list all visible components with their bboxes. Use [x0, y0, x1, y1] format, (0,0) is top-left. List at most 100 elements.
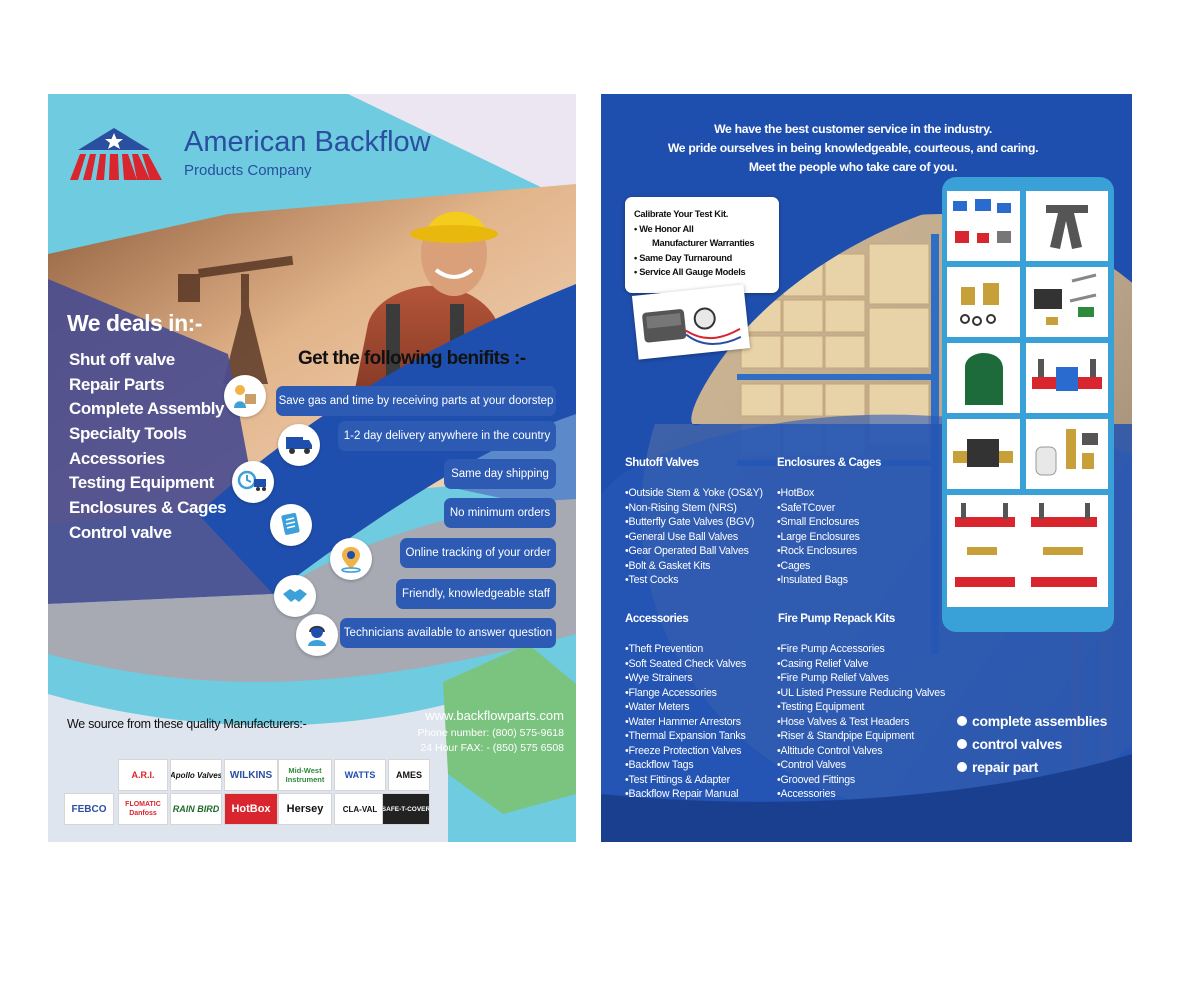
category-item: •Backflow Repair Manual — [625, 788, 739, 800]
calibration-line: Manufacturer Warranties — [652, 238, 755, 249]
category-item: •Hose Valves & Test Headers — [777, 715, 910, 728]
deals-item: Repair Parts — [69, 374, 165, 394]
tagline-line: Meet the people who take care of you. — [748, 160, 958, 174]
category-item: •Cages — [777, 559, 811, 572]
category-item: •Fire Pump Accessories — [777, 643, 885, 655]
benefit-item: No minimum orders — [444, 498, 556, 528]
category-item: •Butterfly Gate Valves (BGV) — [625, 516, 755, 528]
highlight-label: control valves — [972, 735, 1062, 752]
category-heading: Shutoff Valves — [625, 457, 699, 469]
test-kit-icon — [642, 307, 742, 345]
contact-website[interactable]: www.backflowparts.com — [425, 708, 564, 723]
highlight-list: complete assemblies control valves repai… — [957, 709, 1107, 778]
expansion-tank-icon — [1035, 429, 1098, 476]
benefit-item: Same day shipping — [444, 459, 556, 489]
calibration-line: • We Honor All — [634, 223, 694, 234]
category-item: •Water Meters — [625, 701, 690, 713]
manufacturers-title: We source from these quality Manufacture… — [67, 717, 307, 731]
contact-fax: 24 Hour FAX: - (850) 575 6508 — [420, 742, 564, 754]
highlight-item: complete assemblies — [957, 709, 1107, 732]
category-list: •HotBox •SafeTCover •Small Enclosures •L… — [777, 487, 860, 589]
category-item: •Grooved Fittings — [777, 773, 856, 786]
calibration-line: Calibrate Your Test Kit. — [634, 209, 729, 219]
delivery-truck-icon — [278, 424, 320, 466]
category-item: •Fire Pump Relief Valves — [777, 672, 889, 684]
bullet-dot-icon — [957, 738, 967, 749]
category-item: •Testing Equipment — [777, 701, 865, 713]
category-item: •Backflow Tags — [625, 759, 694, 771]
calibration-card: Calibrate Your Test Kit. • We Honor All … — [625, 197, 779, 293]
benefits-title: Get the following benifits :- — [298, 348, 526, 369]
product-image — [947, 495, 1108, 607]
highlight-label: repair part — [972, 758, 1038, 775]
manufacturer-logo-febco: FEBCO — [64, 793, 114, 825]
product-image — [1026, 419, 1108, 489]
deals-title: We deals in:- — [67, 310, 202, 336]
category-item: •HotBox — [777, 487, 815, 499]
manufacturer-logo-claval: CLA-VAL — [334, 793, 386, 825]
manufacturer-logo-apollo: Apollo Valves — [170, 759, 222, 791]
product-image — [947, 267, 1020, 337]
bullet-dot-icon — [957, 715, 967, 726]
category-item: •Control Valves — [777, 759, 846, 771]
enclosure-icon — [965, 353, 1003, 405]
category-item: •SafeTCover — [777, 501, 836, 514]
category-item: •Non-Rising Stem (NRS) — [625, 501, 737, 514]
clock-truck-icon — [232, 461, 274, 503]
deals-item: Testing Equipment — [69, 473, 214, 493]
category-item: •Water Hammer Arrestors — [625, 715, 741, 728]
category-item: •Insulated Bags — [777, 574, 848, 586]
category-item: •Flange Accessories — [625, 686, 717, 699]
product-image — [1026, 191, 1108, 261]
category-item: •Theft Prevention — [625, 643, 704, 655]
category-item: •Thermal Expansion Tanks — [625, 730, 746, 742]
brand-name: American Backflow — [184, 126, 431, 158]
category-item: •Gear Operated Ball Valves — [625, 545, 749, 557]
tool-kit-icon — [1034, 273, 1097, 325]
benefit-item: Online tracking of your order — [400, 538, 556, 568]
category-item: •Wye Strainers — [625, 672, 693, 684]
benefit-item: Technicians available to answer question — [340, 618, 556, 648]
category-list: •Outside Stem & Yoke (OS&Y) •Non-Rising … — [625, 487, 763, 589]
highlight-label: complete assemblies — [972, 712, 1108, 729]
benefit-item: 1-2 day delivery anywhere in the country — [338, 421, 556, 451]
benefit-item: Save gas and time by receiving parts at … — [276, 386, 556, 416]
manufacturer-logo-rainbird: RAIN BIRD — [170, 793, 222, 825]
product-image — [1026, 343, 1108, 413]
left-flyer: American Backflow Products Company We de… — [48, 94, 576, 842]
category-heading: Fire Pump Repack Kits — [778, 613, 895, 625]
brass-fittings-icon — [960, 283, 999, 326]
worker-parcel-icon — [224, 375, 266, 417]
category-heading: Enclosures & Cages — [777, 457, 882, 469]
calibration-line: • Same Day Turnaround — [634, 252, 733, 263]
tagline-line: We pride ourselves in being knowledgeabl… — [667, 141, 1039, 155]
category-item: •Test Cocks — [625, 574, 679, 586]
large-assemblies-icon — [955, 503, 1097, 587]
manufacturer-logo-ames: AMES — [388, 759, 430, 791]
order-document-icon — [270, 504, 312, 546]
category-item: •Riser & Standpipe Equipment — [777, 730, 915, 742]
manufacturer-logo-hotbox: HotBox — [224, 793, 278, 825]
manufacturer-logo-midwest: Mid-West Instrument — [278, 759, 332, 791]
handshake-icon — [274, 575, 316, 617]
bullet-dot-icon — [957, 761, 967, 772]
category-item: •Bolt & Gasket Kits — [625, 559, 711, 572]
technician-headset-icon — [296, 614, 338, 656]
product-image — [1026, 267, 1108, 337]
tagline-line: We have the best customer service in the… — [714, 122, 992, 136]
location-pin-icon — [330, 538, 372, 580]
manufacturer-logo-flomatic: FLOMATIC Danfoss — [118, 793, 168, 825]
valve-assortment-icon — [953, 199, 1011, 243]
category-item: •Outside Stem & Yoke (OS&Y) — [625, 487, 763, 499]
test-kit-photo — [631, 284, 751, 360]
product-image — [947, 419, 1020, 489]
category-item: •Small Enclosures — [777, 516, 860, 528]
brand-logo-icon — [70, 128, 162, 180]
calibration-line: • Service All Gauge Models — [634, 267, 746, 278]
deals-item: Shut off valve — [69, 350, 175, 369]
right-flyer: We have the best customer service in the… — [601, 94, 1132, 842]
category-item: •Altitude Control Valves — [777, 744, 883, 757]
backflow-assembly-icon — [1032, 359, 1102, 391]
highlight-item: repair part — [957, 755, 1107, 778]
category-item: •Rock Enclosures — [777, 545, 857, 557]
